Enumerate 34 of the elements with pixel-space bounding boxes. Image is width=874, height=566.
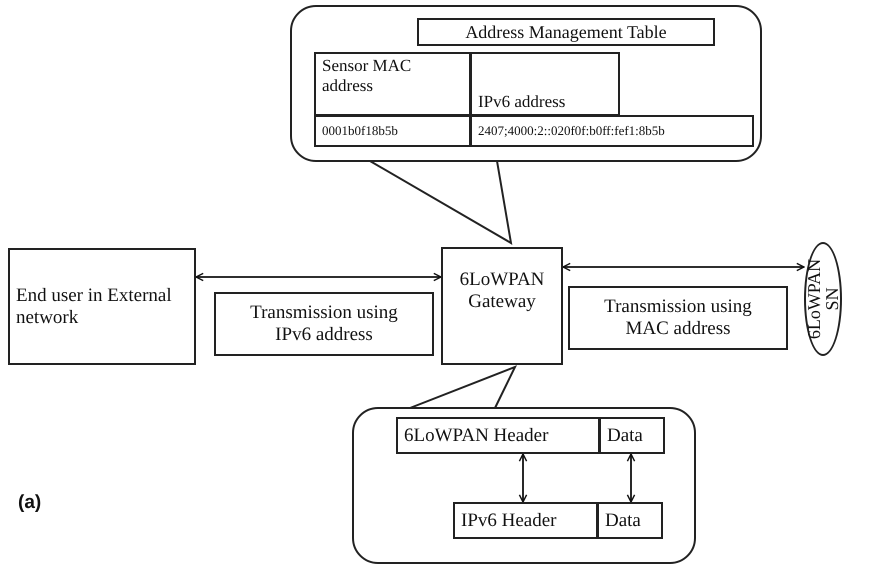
speech-bubble [352,407,696,564]
node-label: Sensor MAC address [322,56,412,96]
double-arrow [626,453,636,503]
node-label: 6LoWPAN Header [404,424,548,446]
node-label: 6LoWPAN Gateway [458,269,546,313]
panel-label: (a) [18,492,42,514]
node-label: IPv6 address [478,92,566,112]
column-header [470,52,620,116]
node-label: Address Management Table [465,22,667,42]
node-label: End user in External network [16,284,173,328]
end-user-box [8,248,196,365]
double-arrow [562,262,805,272]
node-label: Data [607,424,643,446]
node-label: 0001b0f18b5b [322,124,398,138]
double-arrow [518,453,528,503]
node-label: 6LoWPAN SN [805,258,841,342]
column-header [314,52,471,116]
header-field [453,502,598,539]
gateway-box [441,247,563,365]
data-field [597,502,663,539]
speech-bubble [290,5,762,162]
data-field [599,417,665,454]
header-field [396,417,600,454]
transmission-note-box [214,292,434,356]
node-label: 2407;4000:2::020f0f:b0ff:fef1:8b5b [478,124,665,138]
node-label: Data [605,510,641,532]
table-value [314,115,471,147]
node-label: Transmission using MAC address [603,296,753,340]
node-label: IPv6 Header [461,510,556,532]
node-label: Transmission using IPv6 address [249,302,399,346]
table-title [417,18,715,46]
table-value [470,115,754,147]
transmission-note-box [568,286,788,350]
double-arrow [195,272,442,282]
